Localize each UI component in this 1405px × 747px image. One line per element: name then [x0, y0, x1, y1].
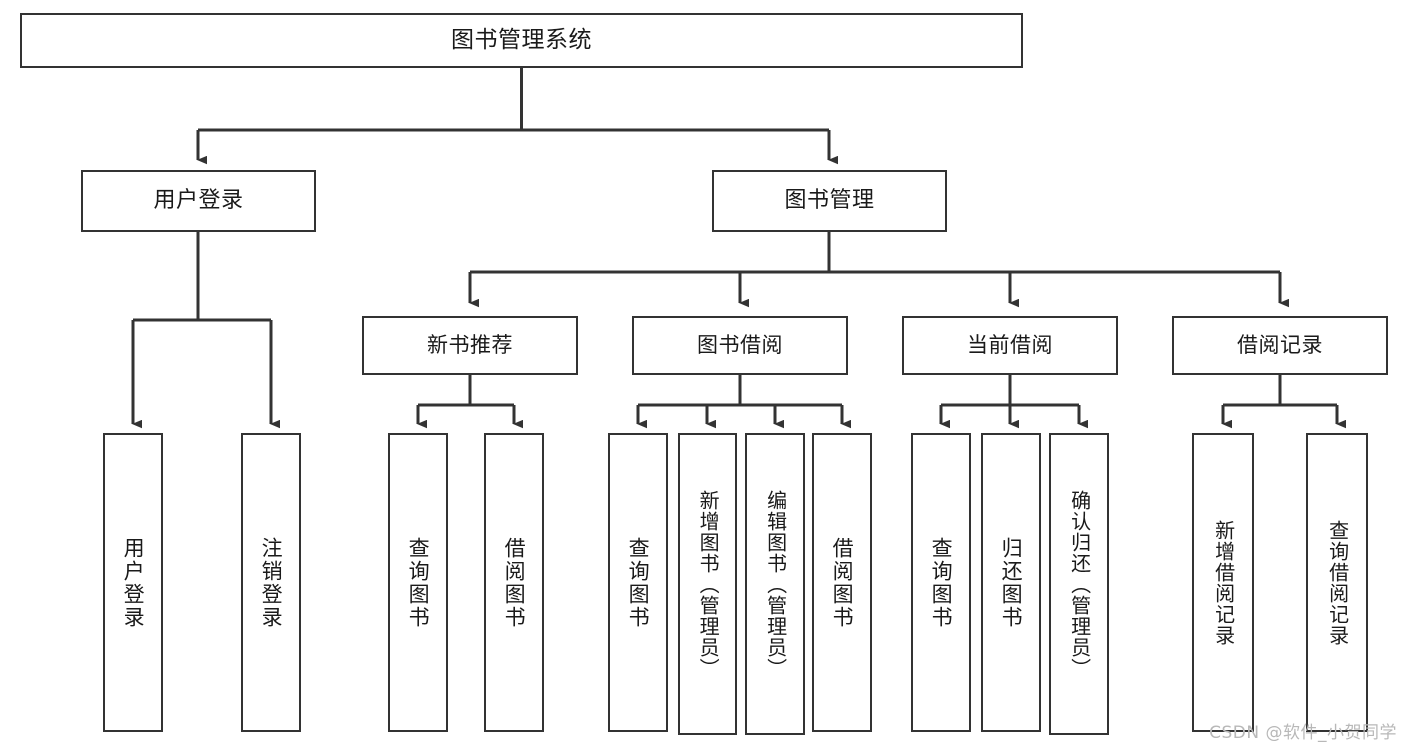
- node-label: 图书管理: [784, 188, 875, 214]
- leaf-query-borrow-record[interactable]: 查询借阅记录: [1306, 433, 1368, 732]
- node-label: 用户登录: [153, 188, 244, 214]
- node-label: 借阅图书: [502, 536, 527, 629]
- leaf-edit-book-admin[interactable]: 编辑图书（管理员）: [745, 433, 805, 735]
- node-label: 编辑图书（管理员）: [763, 489, 788, 679]
- node-label: 查询借阅记录: [1325, 519, 1350, 646]
- leaf-borrow-book-newrec[interactable]: 借阅图书: [484, 433, 544, 732]
- node-borrow-record[interactable]: 借阅记录: [1172, 316, 1388, 375]
- node-label: 确认归还（管理员）: [1067, 489, 1092, 679]
- leaf-query-book-borrow[interactable]: 查询图书: [608, 433, 668, 732]
- node-label: 图书管理系统: [451, 26, 592, 53]
- node-label: 借阅图书: [830, 536, 855, 629]
- leaf-confirm-return-admin[interactable]: 确认归还（管理员）: [1049, 433, 1109, 735]
- node-label: 注销登录: [259, 536, 284, 629]
- node-label: 新书推荐: [427, 333, 513, 358]
- node-current-borrow[interactable]: 当前借阅: [902, 316, 1118, 375]
- leaf-add-borrow-record[interactable]: 新增借阅记录: [1192, 433, 1254, 732]
- leaf-return-book[interactable]: 归还图书: [981, 433, 1041, 732]
- node-book-borrow[interactable]: 图书借阅: [632, 316, 848, 375]
- node-label: 查询图书: [626, 536, 651, 629]
- leaf-query-book-current[interactable]: 查询图书: [911, 433, 971, 732]
- leaf-logout-login[interactable]: 注销登录: [241, 433, 301, 732]
- leaf-borrow-book-borrow[interactable]: 借阅图书: [812, 433, 872, 732]
- leaf-add-book-admin[interactable]: 新增图书（管理员）: [678, 433, 737, 735]
- node-label: 图书借阅: [697, 333, 783, 358]
- node-new-book-recommend[interactable]: 新书推荐: [362, 316, 578, 375]
- node-label: 当前借阅: [967, 333, 1053, 358]
- leaf-user-login[interactable]: 用户登录: [103, 433, 163, 732]
- csdn-watermark: CSDN @软件_小贺同学: [1209, 723, 1397, 743]
- node-book-manage[interactable]: 图书管理: [712, 170, 947, 232]
- node-user-login[interactable]: 用户登录: [81, 170, 316, 232]
- node-label: 归还图书: [999, 536, 1024, 629]
- node-label: 查询图书: [406, 536, 431, 629]
- node-label: 新增图书（管理员）: [696, 489, 721, 679]
- node-label: 查询图书: [929, 536, 954, 629]
- leaf-query-book-newrec[interactable]: 查询图书: [388, 433, 448, 732]
- node-label: 用户登录: [121, 536, 146, 629]
- node-root-system[interactable]: 图书管理系统: [20, 13, 1023, 68]
- node-label: 新增借阅记录: [1211, 519, 1236, 646]
- node-label: 借阅记录: [1237, 333, 1323, 358]
